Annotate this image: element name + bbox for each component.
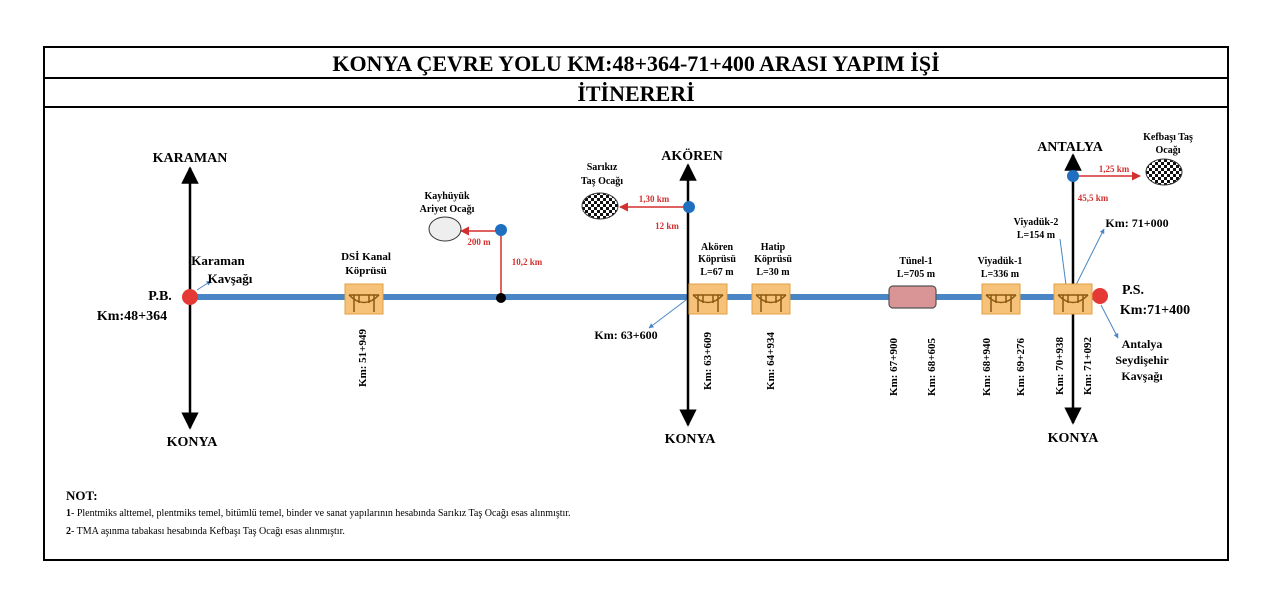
sarikiz-distance-horizontal: 1,30 km [639,194,670,204]
ps-km-label: Km:71+400 [1120,303,1190,318]
dsi-bridge-icon [344,283,384,315]
karaman-kavsagi-line2: Kavşağı [208,271,253,286]
note-text: - TMA aşınma tabakası hesabında Kefbaşı … [71,526,345,537]
antalya-label: ANTALYA [1037,140,1104,155]
note-item-1: 1- Plentmiks alttemel, plentmiks temel, … [66,508,571,519]
end-point-marker [1092,288,1108,304]
km-71000-label: Km: 71+000 [1105,216,1168,230]
kefbasi-node [1067,170,1079,182]
antalya-kavsagi-line1: Antalya [1122,337,1163,351]
dsi-bridge-line1: DSİ Kanal [341,251,391,263]
hatip-bridge-line2: Köprüsü [754,254,792,265]
hatip-bridge-line3: L=30 m [756,267,790,278]
konya-right-label: KONYA [1048,431,1100,446]
sarikiz-line2: Taş Ocağı [581,176,623,187]
akoren-bridge-line3: L=67 m [700,267,734,278]
note-item-2: 2- TMA aşınma tabakası hesabında Kefbaşı… [66,526,571,537]
tunnel-icon [888,285,937,309]
viyaduk2-icon [1053,283,1093,315]
kefbasi-quarry-icon [1145,158,1183,186]
konya-left-label: KONYA [167,435,219,450]
hatip-bridge-icon [751,283,791,315]
sarikiz-quarry-icon [581,192,619,220]
kayhuyuk-distance-vertical: 10,2 km [512,257,543,267]
hatip-bridge-km: Km: 64+934 [765,332,777,390]
dsi-bridge-km: Km: 51+949 [357,329,369,387]
viyaduk1-km-end: Km: 69+276 [1015,338,1027,396]
page-title: KONYA ÇEVRE YOLU KM:48+364-71+400 ARASI … [45,48,1227,79]
kayhuyuk-distance-horizontal: 200 m [467,237,491,247]
notes-title: NOT: [66,488,98,503]
dsi-bridge-line2: Köprüsü [345,265,387,277]
tunnel-km-end: Km: 68+605 [926,338,938,396]
akoren-bridge-line2: Köprüsü [698,254,736,265]
sarikiz-line1: Sarıkız [587,162,618,173]
km-71000-pointer [1075,228,1105,286]
sarikiz-distance-vertical: 12 km [655,221,679,231]
karaman-kavsagi-line1: Karaman [191,253,245,268]
antalya-kavsagi-line2: Seydişehir [1115,353,1169,367]
viyaduk2-pointer [1059,238,1067,286]
page-subtitle: İTİNERERİ [45,79,1227,108]
pb-km-label: Km:48+364 [97,309,167,324]
akoren-bridge-icon [688,283,728,315]
kefbasi-distance-vertical: 45,5 km [1078,193,1109,203]
note-number: 2 [66,526,71,537]
viyaduk1-line1: Viyadük-1 [978,256,1023,267]
kayhuyuk-quarry-icon [428,216,462,242]
notes-section: NOT: 1- Plentmiks alttemel, plentmiks te… [66,488,571,544]
antalya-kavsagi-pointer [1100,304,1119,339]
hatip-bridge-line1: Hatip [761,242,786,253]
note-text: - Plentmiks alttemel, plentmiks temel, b… [71,508,571,519]
km-63600-pointer [648,299,687,329]
tunnel-line1: Tünel-1 [899,256,932,267]
akoren-bridge-line1: Akören [701,242,733,253]
karaman-label: KARAMAN [153,151,228,166]
viyaduk1-line2: L=336 m [981,269,1020,280]
tunnel-km-start: Km: 67+900 [888,338,900,396]
start-point-marker [182,289,198,305]
viyaduk2-line1: Viyadük-2 [1014,217,1059,228]
akoren-label: AKÖREN [661,147,722,164]
note-number: 1 [66,508,71,519]
sarikiz-node [683,201,695,213]
pb-label: P.B. [148,289,172,304]
km-63600-label: Km: 63+600 [594,328,657,342]
viyaduk2-km-start: Km: 70+938 [1054,337,1066,395]
viyaduk1-icon [981,283,1021,315]
karaman-kavsagi-pointer [196,280,212,291]
ps-label: P.S. [1122,283,1144,298]
itinerary-frame: KONYA ÇEVRE YOLU KM:48+364-71+400 ARASI … [43,46,1229,561]
viyaduk2-line2: L=154 m [1017,230,1056,241]
kefbasi-distance-horizontal: 1,25 km [1099,164,1130,174]
kefbasi-line1: Kefbaşı Taş [1143,132,1193,143]
kefbasi-line2: Ocağı [1156,145,1181,156]
kayhuyuk-line2: Ariyet Ocağı [420,204,475,215]
antalya-kavsagi-line3: Kavşağı [1121,369,1163,383]
kayhuyuk-junction [496,293,506,303]
viyaduk2-km-end: Km: 71+092 [1082,337,1094,395]
tunnel-line2: L=705 m [897,269,936,280]
kayhuyuk-node [495,224,507,236]
konya-mid-label: KONYA [665,432,717,447]
akoren-bridge-km: Km: 63+609 [702,332,714,390]
kayhuyuk-line1: Kayhüyük [424,191,469,202]
viyaduk1-km-start: Km: 68+940 [981,338,993,396]
